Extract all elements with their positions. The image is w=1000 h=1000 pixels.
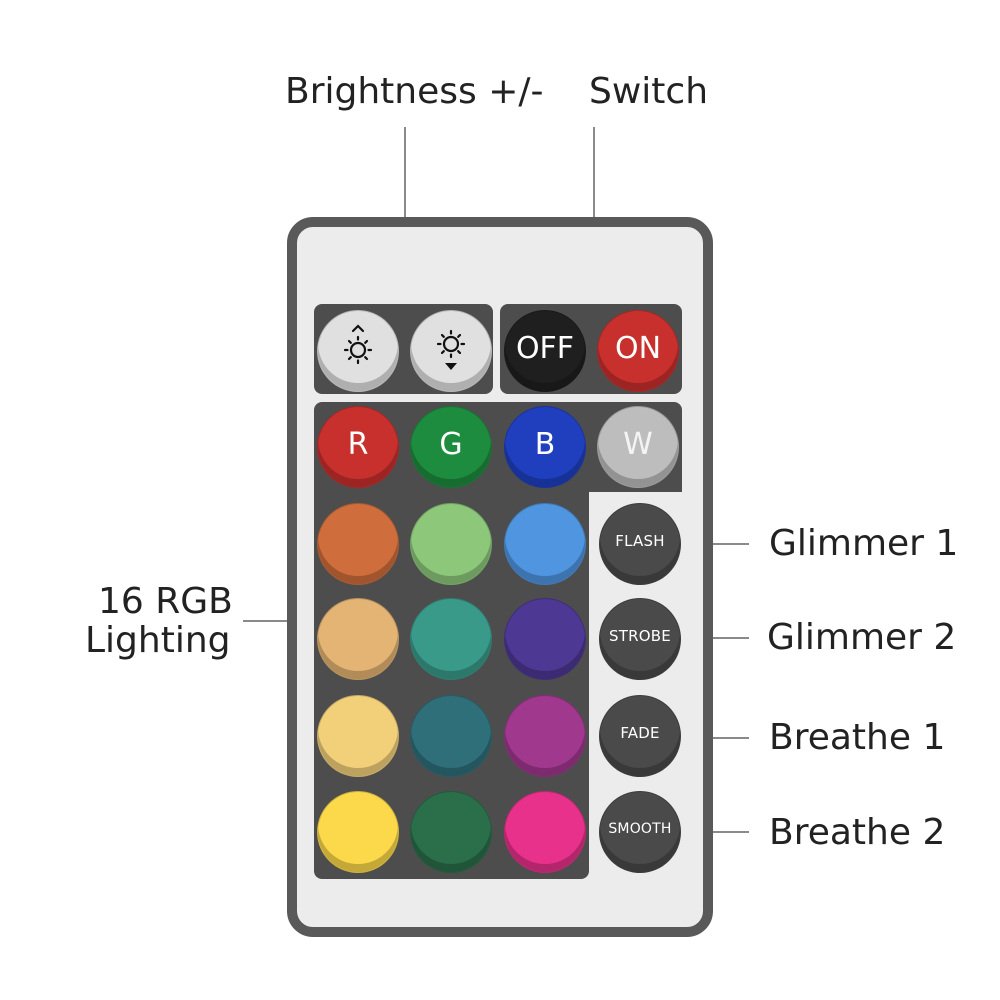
breathe1-callout: Breathe 1 — [769, 717, 946, 758]
glimmer2-callout: Glimmer 2 — [767, 617, 957, 658]
glimmer1-callout: Glimmer 1 — [769, 523, 959, 564]
red-button-label: R — [347, 426, 369, 462]
color-button[interactable] — [410, 695, 492, 777]
strobe-button-label: STROBE — [609, 627, 671, 645]
breathe1-leader-line — [687, 737, 749, 739]
green-button[interactable]: G — [410, 406, 492, 488]
flash-button-label: FLASH — [615, 532, 665, 550]
color-button[interactable] — [317, 791, 399, 873]
brightness-leader-line — [404, 127, 406, 289]
fade-button[interactable]: FADE — [599, 695, 681, 777]
color-button[interactable] — [410, 598, 492, 680]
remote-control-body: OFF ON R G B W FLASH STROBE FADE SMOOTH — [287, 217, 713, 937]
color-button[interactable] — [504, 791, 586, 873]
brightness-callout: Brightness +/- — [285, 71, 544, 112]
on-button-label: ON — [614, 330, 662, 366]
brightness-up-button[interactable] — [317, 310, 399, 392]
smooth-button-label: SMOOTH — [608, 821, 672, 837]
color-button[interactable] — [504, 503, 586, 585]
smooth-button[interactable]: SMOOTH — [599, 791, 681, 873]
color-button[interactable] — [317, 503, 399, 585]
off-button[interactable]: OFF — [504, 310, 586, 392]
red-button[interactable]: R — [317, 406, 399, 488]
blue-button[interactable]: B — [504, 406, 586, 488]
switch-leader-line — [593, 127, 595, 289]
color-button[interactable] — [410, 503, 492, 585]
breathe2-leader-line — [687, 831, 749, 833]
green-button-label: G — [439, 426, 463, 462]
color-button[interactable] — [504, 598, 586, 680]
glimmer2-leader-line — [687, 637, 749, 639]
sun-down-arrow-icon — [436, 329, 466, 370]
sun-up-arrow-icon — [343, 324, 373, 365]
color-button[interactable] — [317, 598, 399, 680]
glimmer1-leader-line — [687, 543, 749, 545]
white-button[interactable]: W — [597, 406, 679, 488]
fade-button-label: FADE — [620, 724, 660, 742]
rgb-leader-line — [243, 620, 303, 622]
on-button[interactable]: ON — [597, 310, 679, 392]
brightness-down-button[interactable] — [410, 310, 492, 392]
color-button[interactable] — [504, 695, 586, 777]
color-button[interactable] — [410, 791, 492, 873]
color-button[interactable] — [317, 695, 399, 777]
strobe-button[interactable]: STROBE — [599, 598, 681, 680]
white-button-label: W — [623, 426, 653, 462]
rgb-callout-line2: Lighting — [85, 620, 231, 661]
blue-button-label: B — [534, 426, 556, 462]
switch-callout: Switch — [589, 71, 709, 112]
flash-button[interactable]: FLASH — [599, 503, 681, 585]
rgb-callout-line1: 16 RGB — [98, 581, 233, 622]
off-button-label: OFF — [515, 330, 575, 366]
breathe2-callout: Breathe 2 — [769, 812, 946, 853]
